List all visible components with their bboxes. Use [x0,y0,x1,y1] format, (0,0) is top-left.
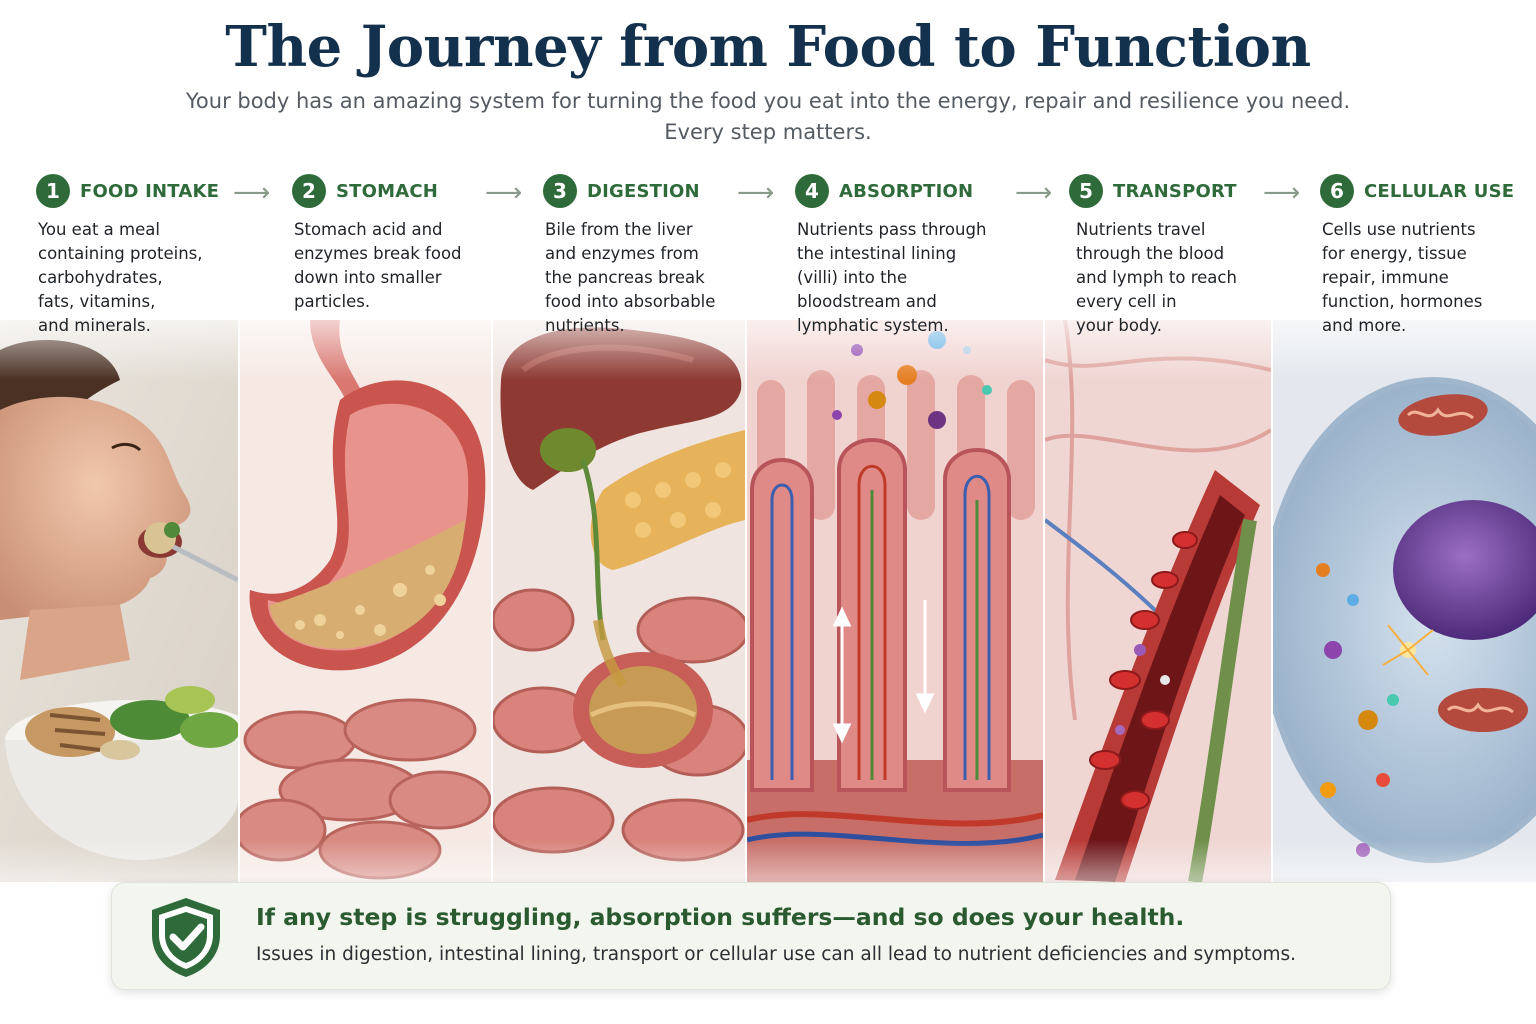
panel-divider [1043,205,1045,881]
step-stomach: 2 STOMACH Stomach acid and enzymes break… [240,160,491,882]
step-title: DIGESTION [587,180,700,202]
step-description: Cells use nutrients for energy, tissue r… [1322,220,1483,335]
flow-arrow-4-5: ⟶ [1015,178,1053,208]
panel-divider [491,205,493,881]
step-title: ABSORPTION [839,180,974,202]
step-title: FOOD INTAKE [80,180,220,202]
flow-arrow-1-2: ⟶ [233,178,271,208]
absorption-illustration [747,320,1043,882]
subtitle-line-1: Your body has an amazing system for turn… [185,89,1351,113]
step-description: Nutrients travel through the blood and l… [1076,220,1237,335]
step-number-badge: 4 [795,174,829,208]
transport-illustration [1045,320,1271,882]
cellular-use-illustration [1273,320,1536,882]
step-food-intake: 1 FOOD INTAKE You eat a meal containing … [0,160,238,882]
stomach-illustration [240,320,491,882]
step-description: You eat a meal containing proteins, carb… [38,220,203,335]
callout-text: Issues in digestion, intestinal lining, … [256,944,1297,965]
step-number-badge: 5 [1069,174,1103,208]
step-number-badge: 3 [543,174,577,208]
digestion-illustration [493,320,745,882]
flow-arrow-3-4: ⟶ [737,178,775,208]
step-number-badge: 2 [292,174,326,208]
step-digestion: 3 DIGESTION Bile from the liver and enzy… [493,160,745,882]
step-number-badge: 1 [36,174,70,208]
flow-arrow-2-3: ⟶ [485,178,523,208]
step-description: Bile from the liver and enzymes from the… [545,220,716,335]
page-subtitle: Your body has an amazing system for turn… [168,86,1368,148]
flow-arrow-5-6: ⟶ [1263,178,1301,208]
step-absorption: 4 ABSORPTION Nutrients pass through the … [747,160,1043,882]
step-description: Nutrients pass through the intestinal li… [797,220,987,335]
shield-check-icon [148,895,224,983]
page-title: The Journey from Food to Function [225,14,1311,80]
callout-title: If any step is struggling, absorption su… [256,903,1185,931]
panel-divider [1271,205,1273,881]
step-cellular-use: 6 CELLULAR USE Cells use nutrients for e… [1273,160,1536,882]
step-number-badge: 6 [1320,174,1354,208]
food-intake-illustration [0,320,238,882]
health-callout: If any step is struggling, absorption su… [111,882,1391,990]
subtitle-line-2: Every step matters. [664,120,872,144]
step-transport: 5 TRANSPORT Nutrients travel through the… [1045,160,1271,882]
panel-divider [238,205,240,881]
step-description: Stomach acid and enzymes break food down… [294,220,462,311]
step-title: STOMACH [336,180,439,202]
step-title: CELLULAR USE [1364,180,1515,202]
step-title: TRANSPORT [1113,180,1237,202]
panel-divider [745,205,747,881]
